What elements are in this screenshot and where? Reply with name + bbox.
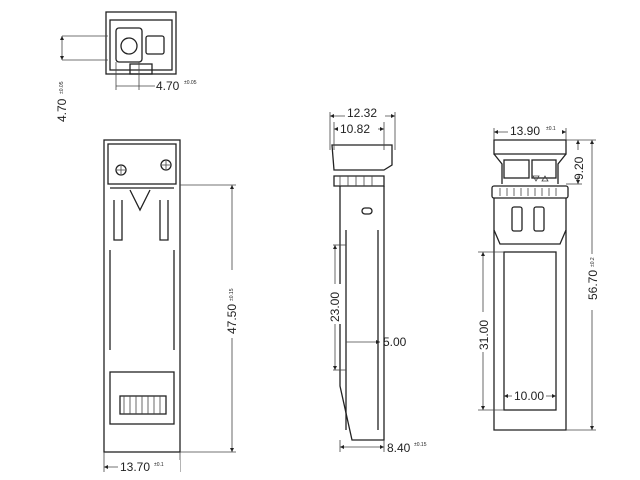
side-label-height-dim: 23.00 — [328, 292, 342, 322]
back-label-length-dim: 31.00 — [477, 320, 491, 350]
top-dim-horizontal: 4.70 — [156, 79, 180, 93]
screw-icon — [115, 164, 127, 176]
front-view: 47.50 ±0.15 13.70 ±0.1 — [103, 139, 239, 474]
back-width-tol: ±0.1 — [546, 126, 556, 132]
front-length-tol: ±0.15 — [229, 288, 235, 301]
front-width-dim: 13.70 — [120, 460, 150, 474]
back-length-dim: 56.70 — [586, 270, 600, 300]
top-dim-vertical: 4.70 — [55, 98, 69, 122]
side-slot-dim: 5.00 — [383, 335, 407, 349]
top-dim-horizontal-tol: ±0.05 — [184, 80, 197, 86]
back-length-tol: ±0.2 — [590, 257, 596, 267]
side-thickness-dim: 8.40 — [387, 441, 411, 455]
front-length-dim: 47.50 — [225, 304, 239, 334]
top-view: 4.70 ±0.05 4.70 ±0.05 — [55, 11, 197, 122]
side-inner-top-dim: 10.82 — [340, 122, 370, 136]
top-dim-vertical-tol: ±0.05 — [59, 81, 65, 94]
back-label-width-dim: 10.00 — [514, 389, 544, 403]
lens-icon — [120, 37, 138, 55]
side-view: 12.32 10.82 23.00 5.00 8.40 ±0.15 — [328, 106, 427, 455]
side-overall-top-dim: 12.32 — [347, 106, 377, 120]
back-width-dim: 13.90 — [510, 124, 540, 138]
side-thickness-tol: ±0.15 — [414, 442, 427, 448]
back-head-height-dim: 9.20 — [572, 156, 586, 180]
front-width-tol: ±0.1 — [154, 462, 164, 468]
screw-icon — [160, 159, 172, 171]
back-view: 9.20 56.70 ±0.2 13.90 ±0.1 31.00 10.00 — [476, 124, 600, 431]
